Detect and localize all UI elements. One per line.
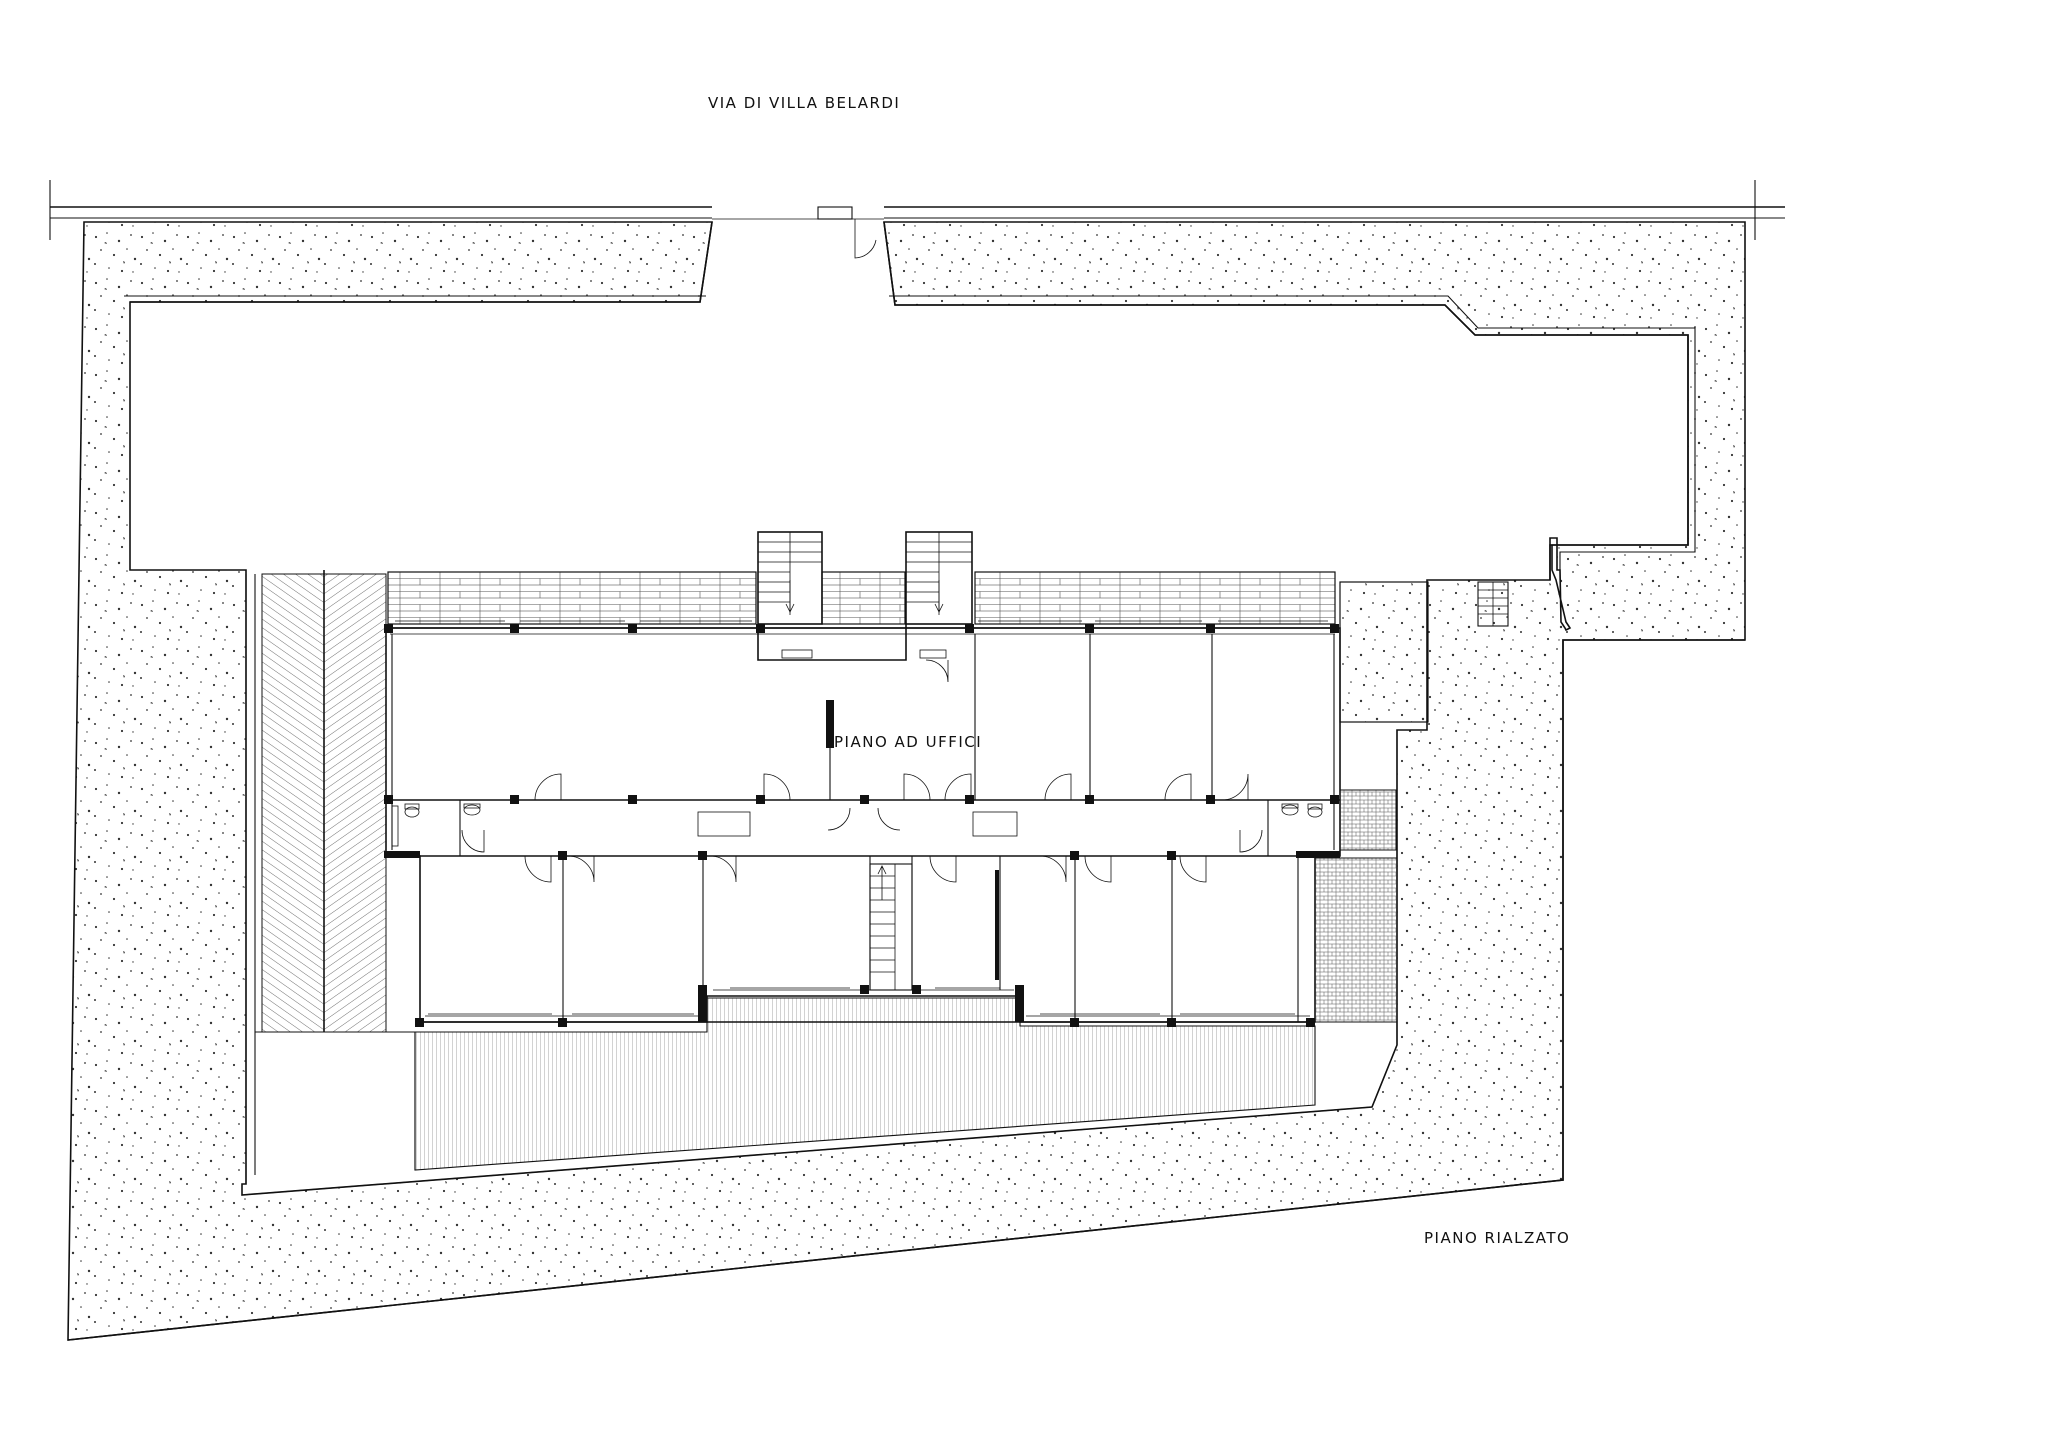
floor-level-label: PIANO RIALZATO [1424, 1229, 1570, 1247]
east-strip-upper [1339, 789, 1397, 851]
east-strip-lower [1314, 857, 1398, 1023]
gate-post [817, 206, 853, 220]
east-annex-gravel [1339, 581, 1429, 723]
entrance-landing [757, 624, 907, 661]
stair-small-east [1477, 581, 1509, 627]
gate-door [854, 219, 877, 259]
north-terrace-west [387, 571, 757, 625]
building-walls [385, 627, 1397, 1023]
ramp-hatch-1 [261, 573, 325, 1033]
lot-edge-south [67, 639, 1745, 1341]
office-floor-label: PIANO AD UFFICI [834, 733, 982, 751]
windows [395, 620, 1328, 1015]
north-terrace-east [974, 571, 1336, 625]
central-stair [869, 863, 913, 991]
doors [461, 773, 1263, 883]
entrance-door [925, 659, 949, 683]
north-terrace-center [821, 571, 906, 625]
ramp-hatch-2 [323, 573, 387, 1033]
stair-east [905, 531, 973, 625]
street-boundary [49, 180, 1785, 259]
toilets-west [391, 803, 481, 847]
street-label: VIA DI VILLA BELARDI [708, 94, 900, 112]
stair-west [757, 531, 823, 625]
inner-parapet [124, 295, 1696, 580]
west-plinth [245, 574, 256, 1184]
reception-desk [697, 811, 751, 837]
toilets-east [1281, 803, 1323, 818]
corridor-cabinet [972, 811, 1018, 837]
courtyard-boundary [130, 221, 1689, 580]
structural-columns [384, 624, 1340, 1027]
south-west-corner [255, 1031, 416, 1170]
